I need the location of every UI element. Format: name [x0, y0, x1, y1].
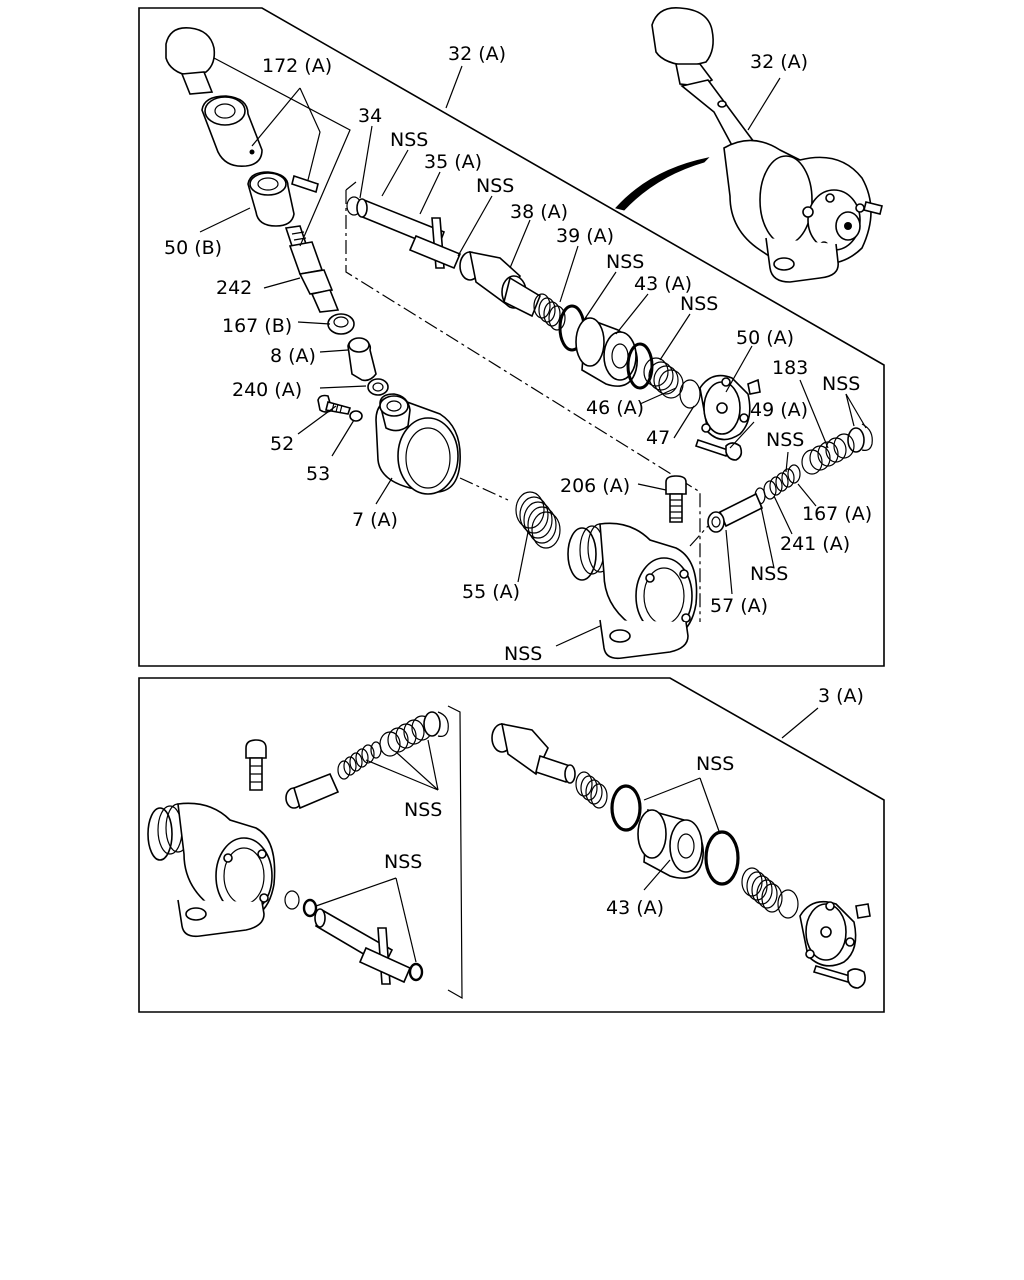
bottom-springs [337, 711, 449, 780]
label-35a: 35 (A) [424, 151, 482, 173]
label-52: 52 [270, 433, 294, 455]
lever-housing-7a [375, 393, 461, 495]
shaft-35a [356, 198, 462, 270]
lever-shaft-242 [284, 225, 340, 313]
spring-46a [643, 357, 684, 399]
label-nss-4: NSS [680, 293, 718, 315]
label-57a: 57 (A) [710, 595, 768, 617]
bush-167b [327, 313, 355, 335]
label-nss-b1: NSS [696, 753, 734, 775]
plunger-57a [707, 492, 764, 533]
boot-183 [801, 433, 855, 475]
label-240a: 240 (A) [232, 379, 302, 401]
bottom-cover [799, 900, 871, 989]
bottom-shaft [284, 890, 424, 985]
spring-55a [515, 491, 561, 549]
label-39a: 39 (A) [556, 225, 614, 247]
label-183: 183 [772, 357, 808, 379]
label-3a: 3 (A) [818, 685, 864, 707]
label-nss-b2: NSS [404, 799, 442, 821]
label-49a: 49 (A) [750, 399, 808, 421]
shift-knob-part [165, 27, 216, 95]
bottom-spring-small [575, 771, 608, 809]
knob-sleeve-part [201, 95, 263, 168]
label-nss-3: NSS [606, 251, 644, 273]
bolt-206a [665, 475, 687, 523]
sleeve-8a [347, 337, 377, 382]
labels-bottom: 3 (A) NSS NSS NSS 43 (A) [384, 685, 864, 919]
piston-43a [575, 316, 638, 387]
label-8a: 8 (A) [270, 345, 316, 367]
bolt-49a [694, 438, 743, 461]
label-7a: 7 (A) [352, 509, 398, 531]
label-43a-b: 43 (A) [606, 897, 664, 919]
label-167b: 167 (B) [222, 315, 292, 337]
label-nss-2: NSS [476, 175, 514, 197]
labels-top: 172 (A) 32 (A) 32 (A) 34 NSS 35 (A) NSS … [164, 43, 872, 665]
leader-lines-top [199, 57, 867, 647]
top-panel-frame [138, 7, 885, 667]
label-34: 34 [358, 105, 382, 127]
bottom-cup [491, 722, 576, 784]
assembly-phantom-outline [345, 181, 701, 622]
label-53: 53 [306, 463, 330, 485]
cap-nss-right [847, 423, 873, 453]
pin-172a [291, 174, 319, 194]
bottom-o-ring-a [610, 784, 642, 832]
bottom-divider [447, 705, 463, 1000]
label-241a: 241 (A) [780, 533, 850, 555]
label-50a: 50 (A) [736, 327, 794, 349]
label-nss-6: NSS [766, 429, 804, 451]
bushing-50b [247, 171, 295, 227]
label-47: 47 [646, 427, 670, 449]
label-242: 242 [216, 277, 252, 299]
bottom-housing [147, 739, 276, 938]
label-46a: 46 (A) [586, 397, 644, 419]
bottom-panel-frame [138, 677, 885, 1013]
housing-main [567, 522, 698, 660]
spring-39a [533, 293, 566, 331]
label-206a: 206 (A) [560, 475, 630, 497]
assembled-shift-unit [651, 7, 883, 283]
bottom-spring-large [741, 867, 799, 919]
cover-50a [699, 374, 761, 441]
cup-38a [459, 250, 541, 318]
washer-53 [349, 410, 363, 422]
label-nss-5: NSS [822, 373, 860, 395]
label-43a: 43 (A) [634, 273, 692, 295]
ring-47 [679, 379, 701, 409]
label-172a: 172 (A) [262, 55, 332, 77]
label-55a: 55 (A) [462, 581, 520, 603]
label-32a-assembled: 32 (A) [750, 51, 808, 73]
washer-240a [367, 378, 389, 396]
label-50b: 50 (B) [164, 237, 222, 259]
bolt-52 [317, 394, 352, 415]
bottom-piston-43a [637, 808, 704, 879]
label-nss-8: NSS [504, 643, 542, 665]
label-nss-b3: NSS [384, 851, 422, 873]
label-167a: 167 (A) [802, 503, 872, 525]
spring-167a [763, 464, 801, 500]
bottom-o-ring-b [704, 830, 740, 886]
label-nss-7: NSS [750, 563, 788, 585]
label-32a: 32 (A) [448, 43, 506, 65]
leader-lines-bottom [315, 707, 819, 963]
curved-arrow [615, 157, 710, 211]
label-nss-1: NSS [390, 129, 428, 151]
bottom-plunger [285, 772, 340, 810]
label-38a: 38 (A) [510, 201, 568, 223]
